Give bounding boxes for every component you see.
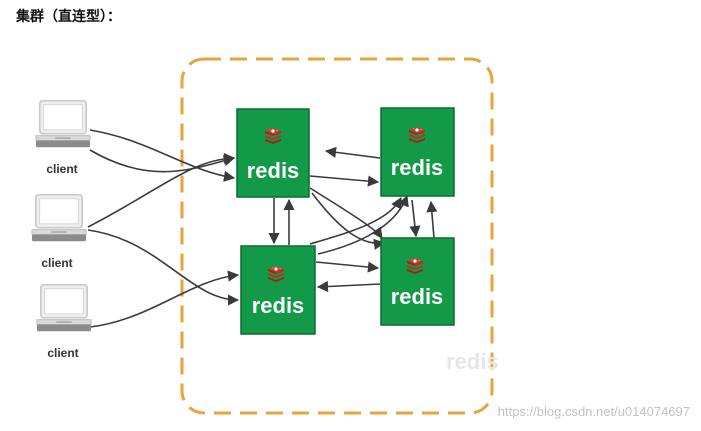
node-label: redis <box>391 155 444 180</box>
link-arrow <box>409 199 421 238</box>
client-label: client <box>41 256 72 270</box>
redis-node-2: redis <box>380 107 455 197</box>
node-box <box>236 108 310 198</box>
watermark: https://blog.csdn.net/u014074697 <box>498 404 690 419</box>
node-label: redis <box>252 293 305 318</box>
client-3: client <box>36 284 92 360</box>
link-arrow <box>309 187 383 239</box>
redis-node-1: redis <box>236 108 310 198</box>
link-arrow <box>317 194 409 255</box>
page-title: 集群（直连型）： <box>16 9 121 25</box>
node-box <box>380 107 455 197</box>
connection-arrow <box>87 229 240 306</box>
link-arrow <box>324 146 381 159</box>
laptop-icon <box>35 100 91 148</box>
connection-arrow <box>89 129 236 182</box>
node-links <box>268 146 438 293</box>
link-arrow <box>426 200 438 239</box>
node-label: redis <box>391 284 444 309</box>
connection-arrow <box>89 270 240 328</box>
link-arrow <box>311 192 386 250</box>
connection-arrow <box>87 152 236 228</box>
client-label: client <box>46 162 77 176</box>
redis-node-4: redis <box>380 237 455 326</box>
connection-arrow <box>89 149 236 173</box>
redis-node-3: redis <box>240 245 316 335</box>
brand-mark: redis <box>446 349 499 374</box>
client-1: client <box>35 100 91 176</box>
link-arrow <box>309 175 380 187</box>
cluster-boundary <box>180 57 494 415</box>
laptop-icon <box>31 194 87 242</box>
client-connections <box>87 129 240 328</box>
node-label: redis <box>247 158 300 183</box>
client-label: client <box>47 346 78 360</box>
redis-cluster-diagram: client client client redis redis redis r… <box>31 57 690 419</box>
node-box <box>380 237 455 326</box>
node-box <box>240 245 316 335</box>
link-arrow <box>309 197 402 245</box>
client-2: client <box>31 194 87 270</box>
laptop-icon <box>36 284 92 332</box>
link-arrow <box>316 280 381 293</box>
link-arrow <box>315 261 380 273</box>
